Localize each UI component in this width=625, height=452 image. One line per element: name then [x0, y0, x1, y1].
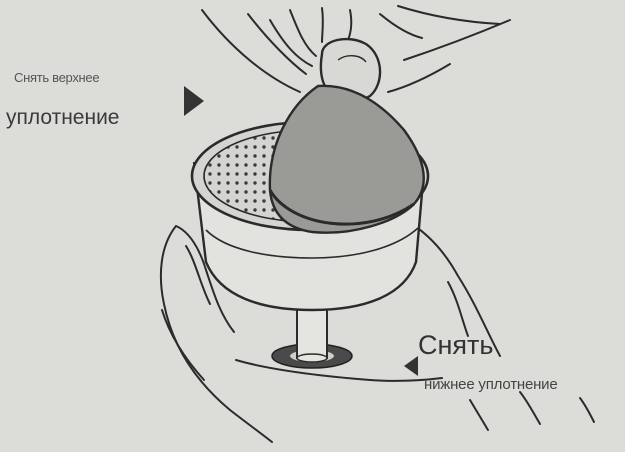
- arrow-top-icon: [184, 86, 204, 116]
- arrow-bottom-icon: [404, 356, 418, 376]
- label-remove-upper-line2: уплотнение: [6, 106, 119, 130]
- label-remove-lower-line1: Снять: [418, 330, 493, 361]
- label-remove-upper-line1: Снять верхнее: [14, 70, 99, 85]
- label-remove-lower-line2: нижнее уплотнение: [424, 376, 558, 393]
